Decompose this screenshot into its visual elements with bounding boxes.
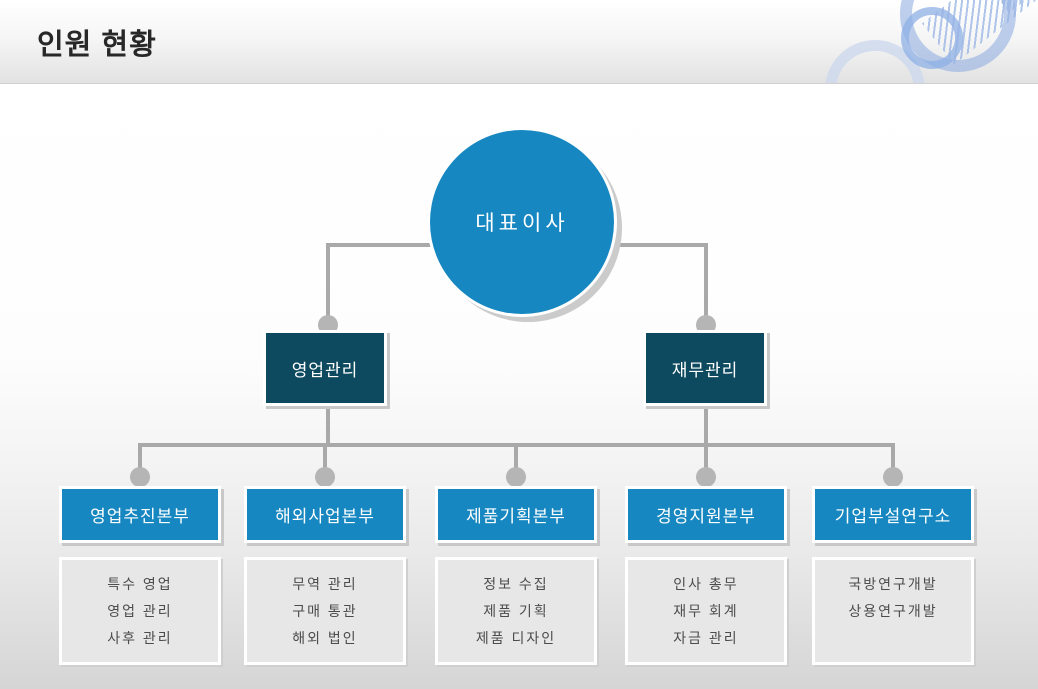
sub-team-item: 국방연구개발 <box>848 576 938 592</box>
org-chart: 대표이사 영업관리 재무관리 영업추진본부 해외사업본부 제품기획본부 경영지원… <box>0 84 1038 689</box>
org-node-sales-management: 영업관리 <box>263 330 387 406</box>
connector-dot <box>315 467 335 487</box>
sub-team-list-2: 무역 관리 구매 통관 해외 법인 <box>244 557 406 665</box>
sub-team-item: 영업 관리 <box>107 603 173 619</box>
org-node-division-3: 제품기획본부 <box>435 486 597 543</box>
page-title: 인원 현황 <box>37 29 157 61</box>
connector-line <box>138 443 142 479</box>
sub-team-item: 무역 관리 <box>292 576 358 592</box>
sub-team-item: 해외 법인 <box>292 630 358 646</box>
connector-dot <box>130 467 150 487</box>
sub-team-item: 상용연구개발 <box>848 603 938 619</box>
connector-dot <box>883 467 903 487</box>
sub-team-item: 구매 통관 <box>292 603 358 619</box>
connector-line <box>704 243 708 325</box>
sub-team-list-3: 정보 수집 제품 기획 제품 디자인 <box>435 557 597 665</box>
sub-team-list-5: 국방연구개발 상용연구개발 <box>812 557 974 665</box>
sub-team-list-4: 인사 총무 재무 회계 자금 관리 <box>625 557 787 665</box>
org-node-ceo: 대표이사 <box>430 130 614 314</box>
connector-line <box>326 243 330 325</box>
connector-line <box>326 406 330 447</box>
connector-dot <box>506 467 526 487</box>
connector-line <box>704 406 708 447</box>
org-node-division-5: 기업부설연구소 <box>812 486 974 543</box>
sub-team-item: 제품 디자인 <box>475 630 557 646</box>
sub-team-item: 인사 총무 <box>673 576 739 592</box>
sub-team-item: 정보 수집 <box>483 576 549 592</box>
sub-team-item: 제품 기획 <box>483 603 549 619</box>
sub-team-list-1: 특수 영업 영업 관리 사후 관리 <box>59 557 221 665</box>
connector-dot <box>696 467 716 487</box>
slide-header: 인원 현황 <box>0 0 1038 84</box>
connector-line <box>514 443 518 479</box>
connector-line <box>704 443 708 479</box>
sub-team-item: 자금 관리 <box>673 630 739 646</box>
sub-team-item: 재무 회계 <box>673 603 739 619</box>
sub-team-item: 특수 영업 <box>107 576 173 592</box>
org-node-division-1: 영업추진본부 <box>59 486 221 543</box>
sub-team-item: 사후 관리 <box>107 630 173 646</box>
connector-line <box>323 443 327 479</box>
connector-line <box>891 443 895 479</box>
org-node-division-2: 해외사업본부 <box>244 486 406 543</box>
org-node-finance-management: 재무관리 <box>643 330 767 406</box>
org-node-division-4: 경영지원본부 <box>625 486 787 543</box>
